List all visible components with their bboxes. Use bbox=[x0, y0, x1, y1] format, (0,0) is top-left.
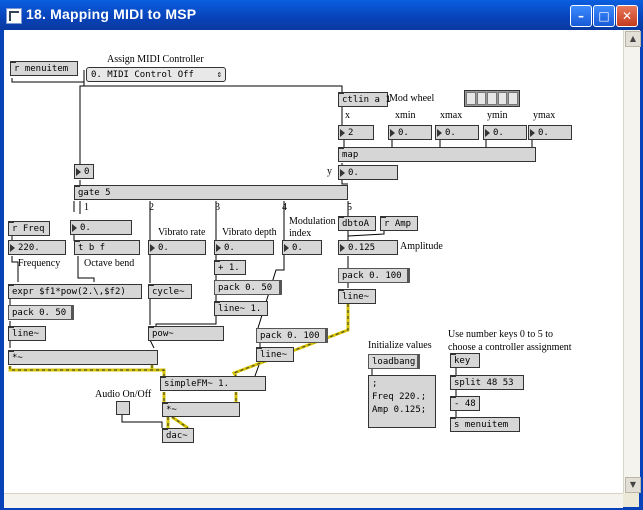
maximize-button[interactable]: □ bbox=[593, 5, 615, 27]
patcher-icon bbox=[6, 8, 22, 24]
x-label: x bbox=[345, 110, 350, 121]
map-object[interactable]: map bbox=[338, 147, 536, 162]
vibrato-depth-label: Vibrato depth bbox=[222, 227, 277, 238]
gate-outlet-1-label: 1 bbox=[84, 202, 89, 213]
pack-message-2[interactable]: pack 0. 50 bbox=[214, 280, 282, 295]
gate-select-number-box[interactable]: 0 bbox=[74, 164, 94, 179]
horizontal-scrollbar[interactable] bbox=[4, 493, 623, 508]
close-button[interactable]: ✕ bbox=[616, 5, 638, 27]
simplefm-object[interactable]: simpleFM~ 1. bbox=[160, 376, 266, 391]
plus-one-object[interactable]: + 1. bbox=[214, 260, 246, 275]
modulation-index-number-box[interactable]: 0. bbox=[282, 240, 322, 255]
ymin-label: ymin bbox=[487, 110, 508, 121]
key-object[interactable]: key bbox=[450, 353, 480, 368]
pow-object[interactable]: pow~ bbox=[148, 326, 224, 341]
xmax-label: xmax bbox=[440, 110, 463, 121]
line-signal-4[interactable]: line~ bbox=[338, 289, 376, 304]
receive-amp-object[interactable]: r Amp bbox=[380, 216, 418, 231]
expr-object[interactable]: expr $f1*pow(2.\,$f2) bbox=[8, 284, 142, 299]
controller-assignment-value: 0. MIDI Control Off bbox=[91, 70, 194, 80]
dbtoa-object[interactable]: dbtoA bbox=[338, 216, 376, 231]
xmax-number-box[interactable]: 0. bbox=[435, 125, 479, 140]
amplitude-label: Amplitude bbox=[400, 241, 443, 252]
trigger-object[interactable]: t b f bbox=[74, 240, 140, 255]
ctlin-object[interactable]: ctlin a 1 bbox=[338, 92, 391, 107]
cycle-object[interactable]: cycle~ bbox=[148, 284, 192, 299]
minimize-button[interactable]: – bbox=[570, 5, 592, 27]
loadbang-object[interactable]: loadbang bbox=[368, 354, 420, 369]
receive-menuitem-object[interactable]: r menuitem bbox=[10, 61, 78, 76]
pack-message-1[interactable]: pack 0. 50 bbox=[8, 305, 74, 320]
split-object[interactable]: split 48 53 bbox=[450, 375, 524, 390]
modulation-index-label: Modulation index bbox=[289, 216, 336, 239]
line-signal-1[interactable]: line~ bbox=[8, 326, 46, 341]
gate-outlet-4-label: 4 bbox=[282, 202, 287, 213]
scroll-down-icon[interactable]: ▼ bbox=[625, 477, 641, 493]
vertical-scrollbar[interactable]: ▲ ▼ bbox=[623, 30, 641, 493]
frequency-label: Frequency bbox=[18, 258, 61, 269]
number-keys-instructions: Use number keys 0 to 5 to choose a contr… bbox=[448, 329, 572, 353]
window-frame-right bbox=[639, 30, 643, 510]
ymax-number-box[interactable]: 0. bbox=[528, 125, 572, 140]
initialize-message-box[interactable]: ; Freq 220.; Amp 0.125; bbox=[368, 375, 436, 428]
window-frame-left bbox=[0, 30, 4, 510]
vibrato-depth-number-box[interactable]: 0. bbox=[214, 240, 274, 255]
controller-assignment-menu[interactable]: 0. MIDI Control Off ⇕ bbox=[86, 67, 226, 82]
gate-outlet-3-label: 3 bbox=[215, 202, 220, 213]
controller-slider[interactable] bbox=[464, 90, 520, 107]
initialize-values-label: Initialize values bbox=[368, 340, 432, 351]
octave-bend-label: Octave bend bbox=[84, 258, 135, 269]
y-label: y bbox=[327, 166, 332, 177]
patcher-canvas[interactable]: r menuitem Assign MIDI Controller 0. MID… bbox=[4, 30, 623, 493]
x-number-box[interactable]: 2 bbox=[338, 125, 374, 140]
scroll-up-icon[interactable]: ▲ bbox=[625, 31, 641, 47]
audio-on-off-label: Audio On/Off bbox=[95, 389, 152, 400]
mod-wheel-label: Mod wheel bbox=[389, 93, 435, 104]
pack-message-4[interactable]: pack 0. 100 bbox=[338, 268, 410, 283]
line-signal-3[interactable]: line~ bbox=[256, 347, 294, 362]
window-title: 18. Mapping MIDI to MSP bbox=[26, 6, 197, 22]
assign-controller-label: Assign MIDI Controller bbox=[107, 54, 204, 65]
octave-number-box[interactable]: 0. bbox=[70, 220, 132, 235]
send-menuitem-object[interactable]: s menuitem bbox=[450, 417, 520, 432]
audio-toggle[interactable] bbox=[116, 401, 130, 415]
ymin-number-box[interactable]: 0. bbox=[483, 125, 527, 140]
line-signal-2[interactable]: line~ 1. bbox=[214, 301, 268, 316]
pack-message-3[interactable]: pack 0. 100 bbox=[256, 328, 328, 343]
title-bar[interactable]: 18. Mapping MIDI to MSP – □ ✕ bbox=[0, 0, 643, 30]
multiply-signal-1[interactable]: *~ bbox=[8, 350, 158, 365]
frequency-number-box[interactable]: 220. bbox=[8, 240, 66, 255]
vibrato-rate-number-box[interactable]: 0. bbox=[148, 240, 206, 255]
dac-object[interactable]: dac~ bbox=[162, 428, 194, 443]
ymax-label: ymax bbox=[533, 110, 556, 121]
minus-48-object[interactable]: - 48 bbox=[450, 396, 480, 411]
map-output-number-box[interactable]: 0. bbox=[338, 165, 398, 180]
amplitude-number-box[interactable]: 0.125 bbox=[338, 240, 398, 255]
menu-arrows-icon: ⇕ bbox=[216, 70, 222, 80]
xmin-label: xmin bbox=[395, 110, 416, 121]
vibrato-rate-label: Vibrato rate bbox=[158, 227, 206, 238]
gate-object[interactable]: gate 5 bbox=[74, 185, 348, 200]
gate-outlet-5-label: 5 bbox=[347, 202, 352, 213]
window-frame-bottom bbox=[0, 507, 643, 510]
xmin-number-box[interactable]: 0. bbox=[388, 125, 432, 140]
multiply-signal-2[interactable]: *~ bbox=[162, 402, 240, 417]
gate-outlet-2-label: 2 bbox=[149, 202, 154, 213]
receive-freq-object[interactable]: r Freq bbox=[8, 221, 50, 236]
resize-grip-icon[interactable] bbox=[623, 493, 639, 507]
